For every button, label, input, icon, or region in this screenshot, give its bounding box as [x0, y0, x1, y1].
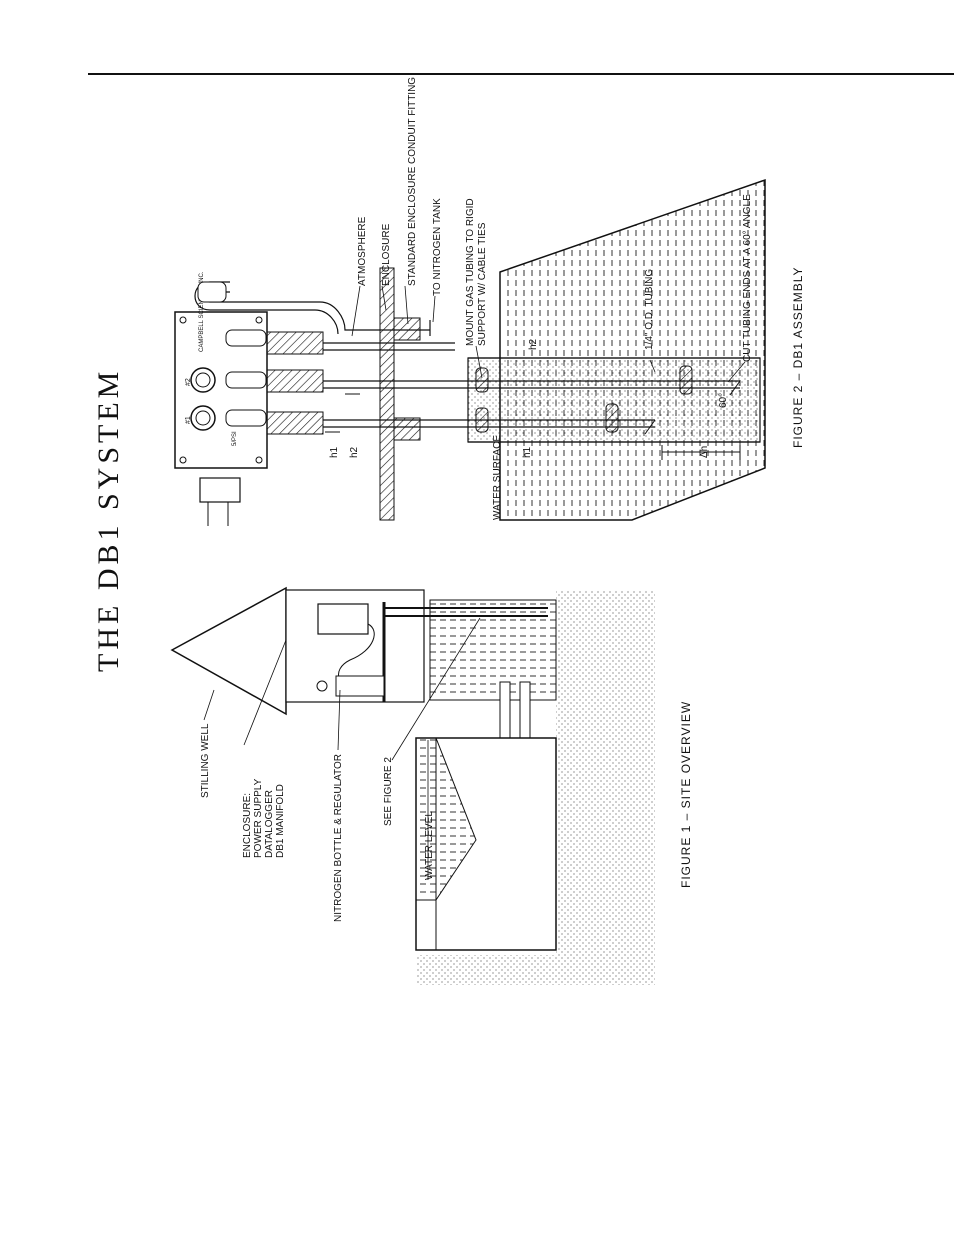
- delta-h-label: Δh: [699, 446, 710, 458]
- cut-tubing-label: CUT TUBING ENDS AT A 60° ANGLE: [742, 194, 753, 362]
- tubing-label: 1/4" O.D. TUBING: [644, 269, 655, 350]
- figure-2-assembly: #1 #2 5/PSI CAMPBELL SCIENTIFIC INC.: [174, 77, 805, 526]
- to-nitrogen-label: TO NITROGEN TANK: [432, 198, 443, 296]
- h2-label: h2: [349, 446, 360, 458]
- cable-ties: [475, 365, 693, 433]
- figure-1-caption: FIGURE 1 – SITE OVERVIEW: [679, 701, 693, 888]
- angle-label: 60°: [718, 393, 729, 408]
- vent-label: 5/PSI: [232, 431, 238, 446]
- enclosure-box: [317, 603, 369, 635]
- ground-mass: [499, 178, 766, 521]
- h1-label: h1: [329, 446, 340, 458]
- port-1-dial: [190, 405, 216, 431]
- port-1-label: #1: [185, 416, 192, 424]
- h1-inner-label: h1: [522, 446, 533, 458]
- cable-gland: [199, 477, 241, 503]
- manifold-fittings: [225, 329, 324, 435]
- enclosure-label-line2: POWER SUPPLY: [253, 778, 264, 858]
- conduit-label: STANDARD ENCLOSURE CONDUIT FITTING: [407, 77, 418, 286]
- header-rule: [88, 73, 954, 75]
- h2-inner-label: h2: [528, 338, 539, 350]
- enclosure-label-line4: DB1 MANIFOLD: [275, 784, 286, 858]
- stilling-well-label: STILLING WELL: [200, 723, 211, 798]
- nitrogen-label: NITROGEN BOTTLE & REGULATOR: [333, 754, 344, 922]
- mount-label-line2: SUPPORT W/ CABLE TIES: [477, 222, 488, 346]
- see-figure-2-label: SEE FIGURE 2: [383, 757, 394, 826]
- enclosure-label: ENCLOSURE: [381, 223, 392, 286]
- nitrogen-bottle: [316, 680, 328, 692]
- figure-1-site-overview: STILLING WELL ENCLOSURE: POWER SUPPLY DA…: [170, 586, 693, 985]
- stream-water: [415, 737, 477, 901]
- page-title: THE DB1 SYSTEM: [92, 368, 125, 672]
- port-2-label: #2: [185, 378, 192, 386]
- gas-tubing: [194, 281, 740, 428]
- mount-label-line1: MOUNT GAS TUBING TO RIGID: [465, 198, 476, 346]
- enclosure-wall: [379, 267, 395, 521]
- atmosphere-label: ATMOSPHERE: [357, 216, 368, 286]
- conduit-fitting-lower: [393, 417, 421, 441]
- enclosure-label-line1: ENCLOSURE:: [242, 793, 253, 858]
- conduit-fitting: [393, 317, 421, 341]
- water-surface-label: WATER SURFACE: [492, 435, 503, 520]
- figure-2-caption: FIGURE 2 – DB1 ASSEMBLY: [791, 266, 805, 448]
- ground: [416, 590, 655, 985]
- port-2-dial: [190, 367, 216, 393]
- logo-text: CAMPBELL SCIENTIFIC INC.: [199, 271, 205, 352]
- water-level-label: WATER LEVEL: [424, 811, 435, 880]
- enclosure-label-line3: DATALOGGER: [264, 790, 275, 858]
- stilling-well-roof: [170, 586, 287, 716]
